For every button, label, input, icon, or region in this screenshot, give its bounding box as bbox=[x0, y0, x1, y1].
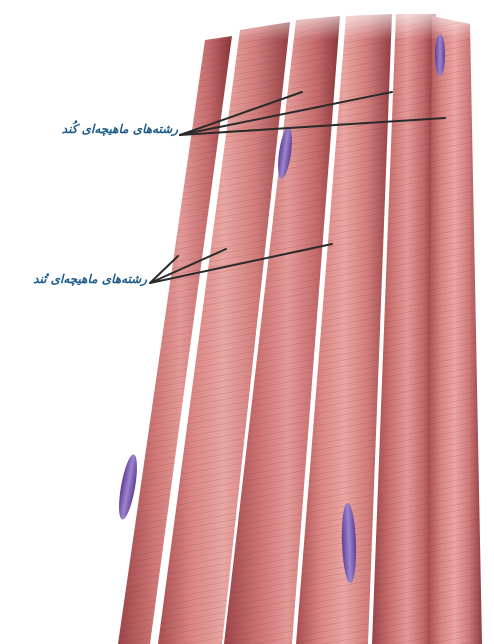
fast-muscle-fibers-label: رشته‌های ماهیچه‌ای تُند bbox=[4, 272, 147, 286]
slow-muscle-fibers-label: رشته‌های ماهیچه‌ای کُند bbox=[18, 122, 178, 136]
nucleus bbox=[115, 453, 140, 520]
nucleus bbox=[435, 34, 445, 76]
